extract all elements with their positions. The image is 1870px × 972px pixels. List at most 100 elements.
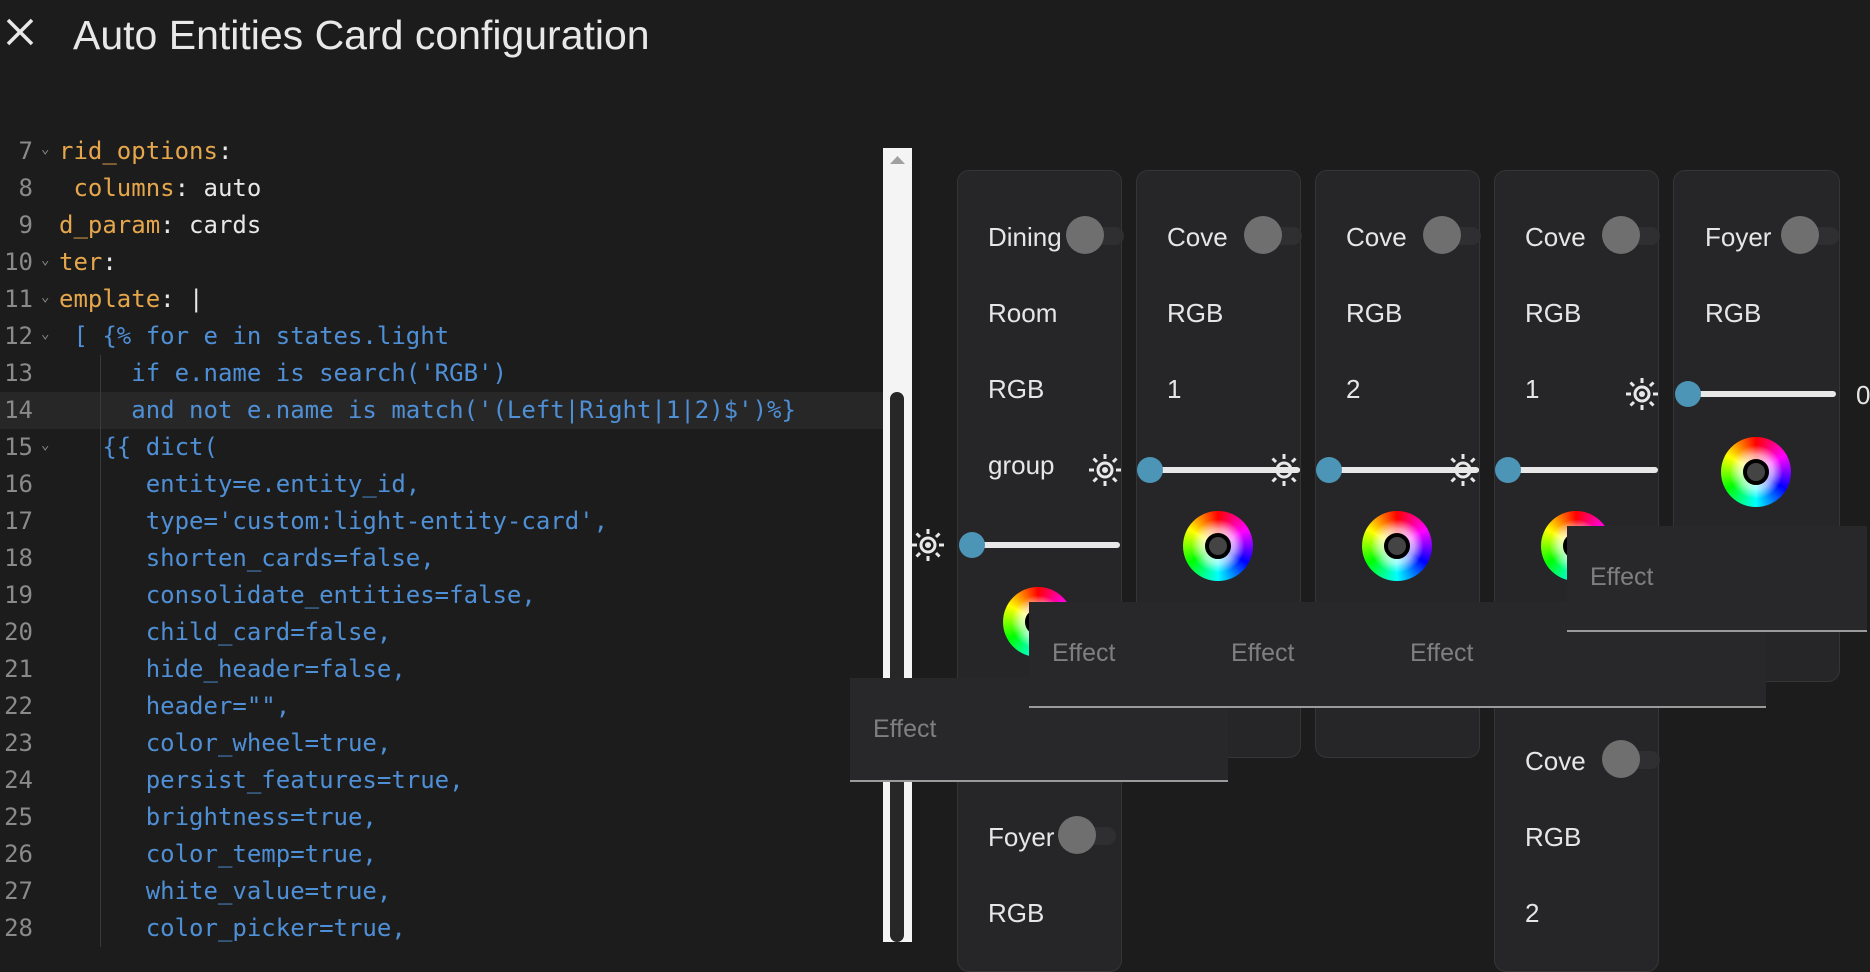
code-text: ter: [59, 244, 117, 281]
brightness-slider-thumb[interactable] [1316, 457, 1342, 483]
code-token: : auto [174, 174, 262, 202]
close-icon[interactable] [2, 14, 38, 50]
indent-guide [100, 873, 101, 910]
card-name-line: Room [988, 298, 1058, 328]
code-token: columns [59, 174, 175, 202]
indent-guide [100, 614, 101, 651]
card-name-line: RGB [1346, 298, 1403, 328]
code-text: consolidate_entities=false, [59, 577, 536, 614]
code-text: hide_header=false, [59, 651, 406, 688]
code-token: entity=e.entity_id, [59, 470, 421, 498]
brightness-slider-thumb[interactable] [959, 532, 985, 558]
color-wheel-icon[interactable] [1183, 511, 1253, 581]
fold-chevron-icon[interactable]: ⌄ [41, 437, 50, 453]
fold-chevron-icon[interactable]: ⌄ [41, 326, 50, 342]
code-line[interactable]: 22 header="", [0, 688, 884, 725]
power-toggle-knob[interactable] [1058, 816, 1096, 854]
code-line[interactable]: 17 type='custom:light-entity-card', [0, 503, 884, 540]
indent-guide [100, 392, 101, 429]
line-number: 11 [4, 285, 33, 313]
code-line[interactable]: 11⌄emplate: | [0, 281, 884, 318]
line-number: 15 [4, 433, 33, 461]
code-line[interactable]: 14 and not e.name is match('(Left|Right|… [0, 392, 884, 429]
code-line[interactable]: 13 if e.name is search('RGB') [0, 355, 884, 392]
brightness-slider[interactable] [1150, 467, 1300, 473]
editor-scrollbar[interactable] [883, 148, 912, 942]
code-token: hide_header=false, [59, 655, 406, 683]
code-line[interactable]: 25 brightness=true, [0, 799, 884, 836]
code-text: d_param: cards [59, 207, 261, 244]
effect-select-placeholder: Effect [1231, 639, 1295, 667]
code-line[interactable]: 19 consolidate_entities=false, [0, 577, 884, 614]
code-text: child_card=false, [59, 614, 392, 651]
color-wheel-handle[interactable] [1384, 533, 1410, 559]
brightness-slider-thumb[interactable] [1495, 457, 1521, 483]
code-line[interactable]: 16 entity=e.entity_id, [0, 466, 884, 503]
code-line[interactable]: 24 persist_features=true, [0, 762, 884, 799]
color-wheel-handle[interactable] [1743, 459, 1769, 485]
code-line[interactable]: 18 shorten_cards=false, [0, 540, 884, 577]
card-name-line: Dining [988, 222, 1062, 252]
card-name-line: Cove [1167, 222, 1228, 252]
fold-chevron-icon[interactable]: ⌄ [41, 252, 50, 268]
power-toggle-knob[interactable] [1423, 216, 1461, 254]
code-text: persist_features=true, [59, 762, 464, 799]
effect-select-placeholder: Effect [1410, 639, 1474, 667]
code-line[interactable]: 7⌄rid_options: [0, 133, 884, 170]
card-name-line: RGB [988, 898, 1045, 928]
line-number: 20 [4, 618, 33, 646]
code-token: rid_options [59, 137, 218, 165]
code-line[interactable]: 15⌄ {{ dict( [0, 429, 884, 466]
code-token: color_picker=true, [59, 914, 406, 942]
indent-guide [100, 799, 101, 836]
power-toggle-knob[interactable] [1602, 740, 1640, 778]
line-number: 17 [4, 507, 33, 535]
brightness-slider-thumb[interactable] [1137, 457, 1163, 483]
fold-chevron-icon[interactable]: ⌄ [41, 289, 50, 305]
code-token: consolidate_entities=false, [59, 581, 536, 609]
effect-select[interactable] [1567, 526, 1867, 632]
power-toggle-knob[interactable] [1781, 216, 1819, 254]
brightness-slider[interactable] [1329, 467, 1479, 473]
code-line[interactable]: 12⌄ [ {% for e in states.light [0, 318, 884, 355]
power-toggle-knob[interactable] [1066, 216, 1104, 254]
brightness-icon [910, 527, 946, 563]
brightness-icon [1624, 376, 1660, 412]
indent-guide [100, 836, 101, 873]
code-line[interactable]: 23 color_wheel=true, [0, 725, 884, 762]
code-token: d_param [59, 211, 161, 239]
brightness-slider[interactable] [972, 542, 1120, 548]
brightness-slider[interactable] [1508, 467, 1658, 473]
code-token: [ {% for e in states.light [59, 322, 450, 350]
code-line[interactable]: 10⌄ter: [0, 244, 884, 281]
fold-chevron-icon[interactable]: ⌄ [41, 141, 50, 157]
brightness-slider-thumb[interactable] [1675, 381, 1701, 407]
code-line[interactable]: 28 color_picker=true, [0, 910, 884, 947]
code-token: : | [160, 285, 204, 313]
code-token: : [217, 137, 233, 165]
code-line[interactable]: 21 hide_header=false, [0, 651, 884, 688]
code-token: brightness=true, [59, 803, 377, 831]
indent-guide [100, 577, 101, 614]
indent-guide [100, 688, 101, 725]
code-line[interactable]: 27 white_value=true, [0, 873, 884, 910]
indent-guide [100, 540, 101, 577]
scroll-up-arrow-icon[interactable] [883, 148, 912, 173]
code-line[interactable]: 26 color_temp=true, [0, 836, 884, 873]
power-toggle-knob[interactable] [1602, 216, 1640, 254]
scroll-thumb[interactable] [890, 392, 904, 942]
line-number: 18 [4, 544, 33, 572]
power-toggle-knob[interactable] [1244, 216, 1282, 254]
code-text: if e.name is search('RGB') [59, 355, 507, 392]
color-wheel-icon[interactable] [1721, 437, 1791, 507]
color-wheel-handle[interactable] [1205, 533, 1231, 559]
code-line[interactable]: 8 columns: auto [0, 170, 884, 207]
card-name-line: group [988, 450, 1055, 480]
code-line[interactable]: 20 child_card=false, [0, 614, 884, 651]
indent-guide [100, 725, 101, 762]
card-name-line: Foyer [1705, 222, 1772, 252]
color-wheel-icon[interactable] [1362, 511, 1432, 581]
brightness-slider[interactable] [1688, 391, 1836, 397]
